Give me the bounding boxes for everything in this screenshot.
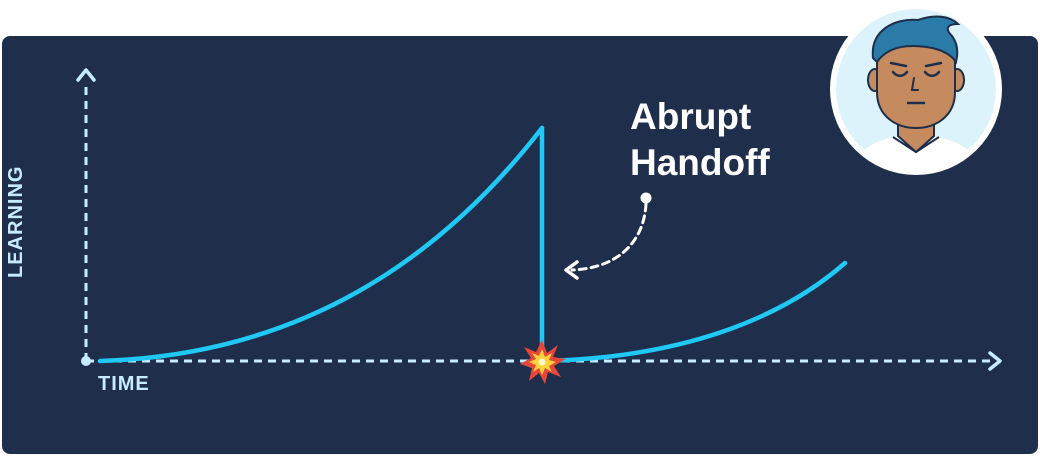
x-axis-arrowhead-icon xyxy=(988,351,1002,371)
person-avatar-icon xyxy=(830,3,1002,175)
abrupt-handoff-annotation: Abrupt Handoff xyxy=(630,96,770,183)
y-axis-label: LEARNING xyxy=(4,165,27,278)
x-axis-label: TIME xyxy=(98,373,150,395)
origin-dot xyxy=(81,356,91,366)
annotation-pointer-line xyxy=(570,202,648,272)
learning-curve-second xyxy=(539,260,848,364)
y-axis-arrowhead-icon xyxy=(76,68,96,82)
annotation-pointer-dot xyxy=(640,192,652,204)
learning-curve-first xyxy=(97,125,545,364)
annotation-arrowhead-icon xyxy=(564,260,579,280)
burst-icon xyxy=(520,340,566,384)
